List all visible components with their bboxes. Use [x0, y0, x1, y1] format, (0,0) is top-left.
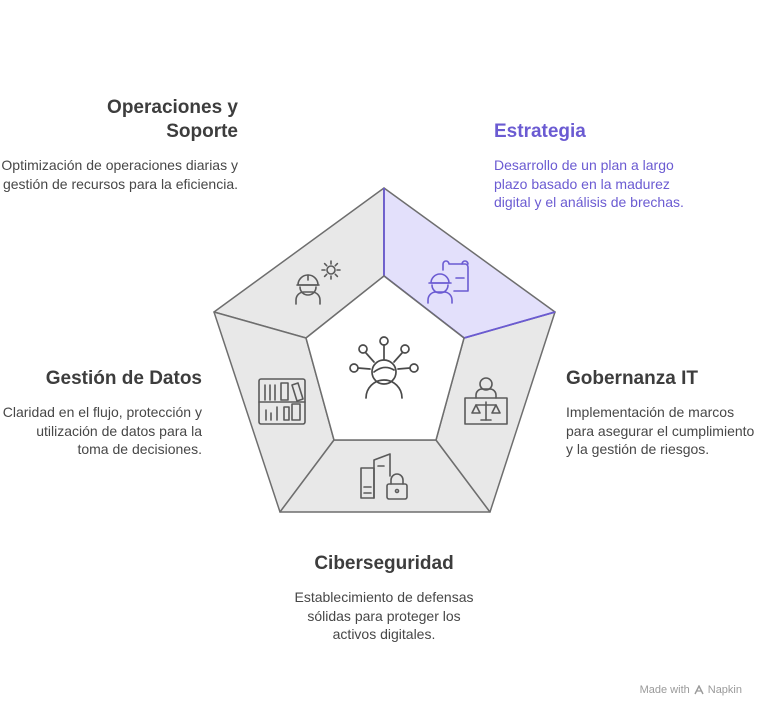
person-scales-icon	[464, 377, 508, 425]
engineer-blueprint-icon	[427, 260, 469, 304]
info-datos: Gestión de Datos Claridad en el flujo, p…	[2, 367, 202, 459]
person-network-icon	[349, 336, 419, 399]
title-ciberseguridad: Ciberseguridad	[314, 553, 454, 574]
footer-brand: Napkin	[707, 684, 742, 696]
napkin-logo-icon	[694, 685, 704, 695]
bookshelf-chart-icon	[258, 378, 306, 425]
title-gobernanza: Gobernanza IT	[566, 368, 698, 389]
description-datos: Claridad en el flujo, protección y utili…	[2, 404, 202, 457]
buildings-lock-icon	[360, 453, 408, 500]
description-ciberseguridad: Establecimiento de defensas sólidas para…	[294, 589, 474, 642]
description-estrategia: Desarrollo de un plan a largo plazo basa…	[494, 157, 684, 210]
description-gobernanza: Implementación de marcos para asegurar e…	[566, 404, 755, 457]
center-pentagon	[305, 275, 465, 441]
engineer-gear-icon	[295, 260, 341, 305]
description-operaciones: Optimización de operaciones diarias y ge…	[1, 157, 238, 192]
info-operaciones: Operaciones y Soporte Optimización de op…	[0, 96, 238, 193]
title-estrategia: Estrategia	[494, 121, 586, 142]
title-operaciones-line-1: Operaciones y	[107, 97, 238, 118]
footer-made-with: Made with	[639, 684, 690, 696]
info-gobernanza: Gobernanza IT Implementación de marcos p…	[566, 367, 756, 459]
info-ciberseguridad: Ciberseguridad Establecimiento de defens…	[234, 552, 534, 644]
info-estrategia: Estrategia Desarrollo de un plan a largo…	[494, 120, 684, 212]
title-operaciones: Operaciones y Soporte	[0, 96, 238, 144]
title-datos: Gestión de Datos	[45, 368, 202, 389]
footer-attribution[interactable]: Made with Napkin	[640, 684, 742, 696]
title-operaciones-line-2: Soporte	[166, 121, 238, 142]
